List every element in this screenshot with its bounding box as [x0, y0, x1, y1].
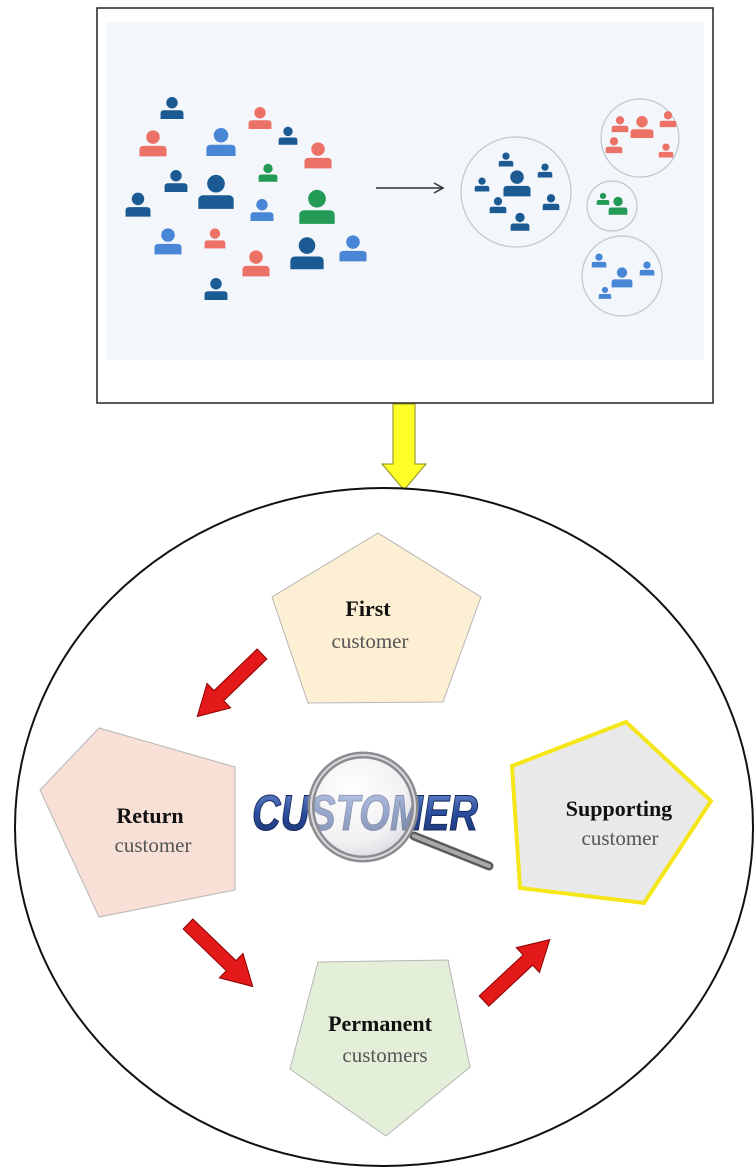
- person-icon: [605, 137, 623, 154]
- person-icon: [608, 196, 628, 215]
- stage-return-customer: Return customer: [39, 727, 236, 918]
- person-icon: [139, 130, 167, 157]
- stage-permanent-customers: Permanent customers: [289, 959, 471, 1137]
- person-icon: [154, 228, 182, 255]
- person-icon: [503, 170, 531, 197]
- permanent-subtitle: customers: [342, 1043, 427, 1067]
- person-icon: [164, 170, 188, 193]
- person-icon: [206, 127, 236, 156]
- person-icon: [290, 237, 324, 270]
- person-icon: [125, 192, 151, 217]
- person-icon: [299, 189, 335, 224]
- person-icon: [474, 177, 490, 192]
- arrow-first-to-return: [196, 648, 268, 718]
- arrow-right-icon: [376, 182, 445, 194]
- person-icon: [537, 163, 553, 178]
- person-icon: [304, 142, 332, 169]
- arrow-icon: [182, 648, 551, 1007]
- arrow-permanent-to-supporting: [478, 938, 551, 1007]
- person-icon: [250, 199, 274, 222]
- person-icon: [659, 111, 677, 128]
- supporting-pentagon: [509, 719, 714, 906]
- first-title: First: [345, 596, 391, 621]
- top-panel-background: [106, 22, 704, 360]
- person-icon: [596, 192, 610, 205]
- person-icon: [611, 267, 633, 288]
- arrow-down-icon: [380, 403, 428, 491]
- supporting-subtitle: customer: [582, 826, 659, 850]
- scattered-customers: [125, 97, 367, 301]
- person-icon: [248, 107, 272, 130]
- cluster-ring: [586, 180, 638, 232]
- center-logo: CUSTOMER: [252, 751, 494, 871]
- person-icon: [510, 212, 530, 231]
- arrow-return-to-permanent: [182, 918, 254, 988]
- person-icon: [489, 197, 507, 214]
- person-icon: [611, 116, 629, 133]
- person-icon: [339, 235, 367, 262]
- stage-supporting-customer: Supporting customer: [509, 719, 714, 906]
- permanent-pentagon: [289, 959, 471, 1137]
- supporting-title: Supporting: [566, 796, 672, 821]
- person-icon: [542, 194, 560, 211]
- cluster-ring: [581, 235, 663, 317]
- person-icon: [591, 253, 607, 268]
- person-icon: [198, 174, 234, 209]
- person-icon: [639, 261, 655, 276]
- first-pentagon: [271, 532, 482, 704]
- person-icon: [658, 143, 674, 158]
- return-title: Return: [116, 803, 183, 828]
- person-icon: [204, 228, 226, 249]
- permanent-title: Permanent: [328, 1011, 433, 1036]
- magnifier-icon: [307, 751, 494, 871]
- top-panel: [96, 7, 714, 404]
- stage-first-customer: First customer: [271, 532, 482, 704]
- person-icon: [242, 250, 270, 277]
- return-pentagon: [39, 727, 236, 918]
- person-icon: [258, 163, 278, 182]
- person-icon: [630, 116, 654, 139]
- person-icon: [498, 152, 514, 167]
- customer-clusters: [460, 98, 680, 317]
- person-icon: [160, 97, 184, 120]
- person-icon: [598, 286, 612, 299]
- return-subtitle: customer: [115, 833, 192, 857]
- cluster-ring: [460, 136, 572, 248]
- first-subtitle: customer: [332, 629, 409, 653]
- person-icon: [204, 278, 228, 301]
- cluster-ring: [600, 98, 680, 178]
- person-icon: [278, 126, 298, 145]
